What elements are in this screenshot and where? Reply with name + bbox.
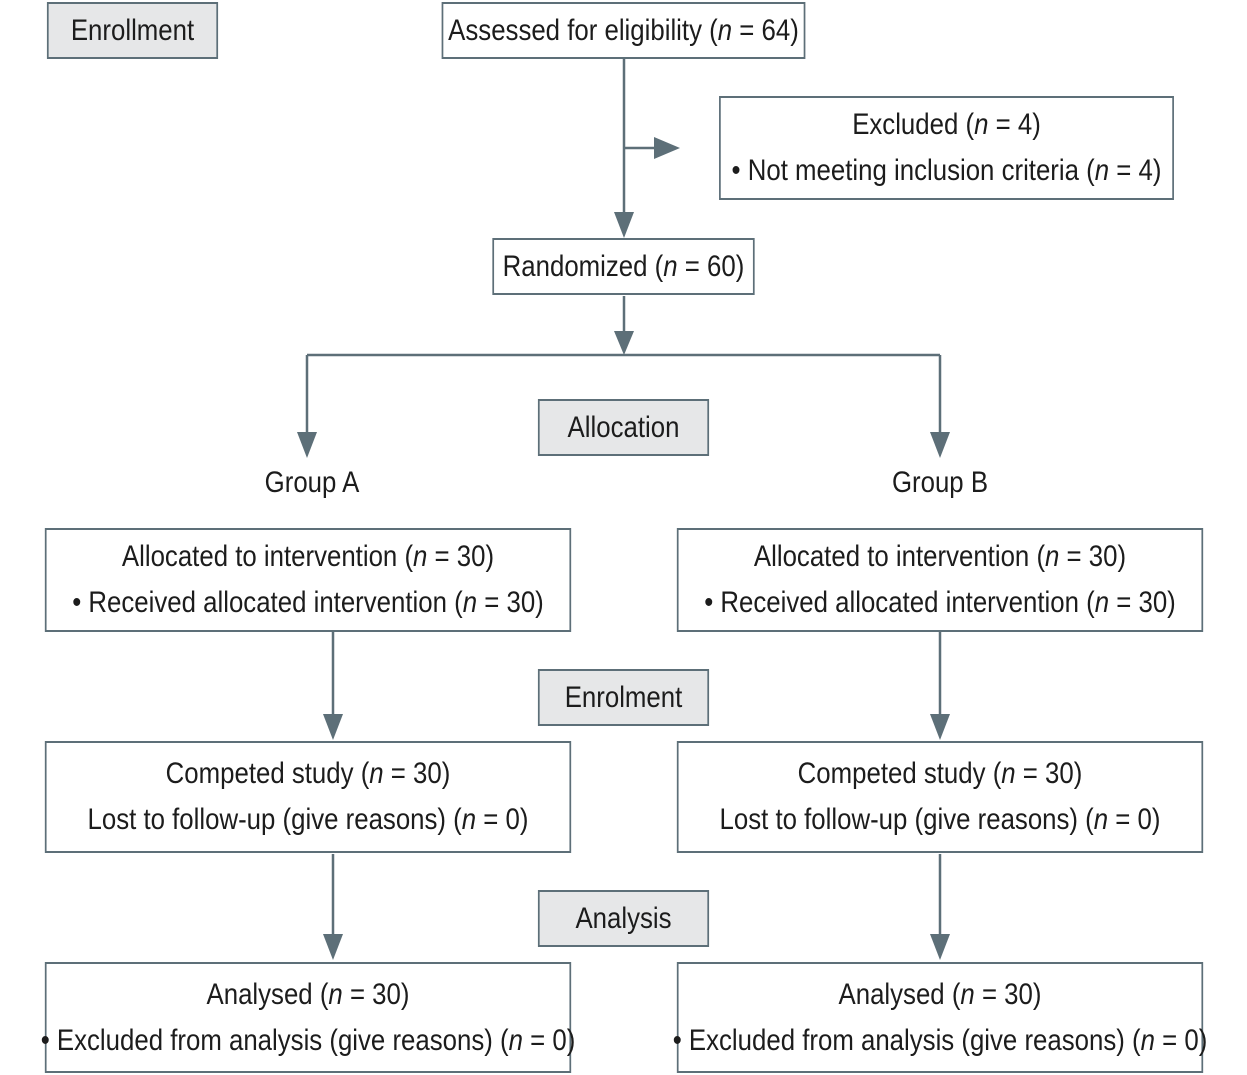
group-a-lost: Lost to follow-up (give reasons) (n = 0) (87, 803, 529, 836)
arrowhead-a-analysed (323, 934, 343, 960)
assessed-box: Assessed for eligibility (n = 64) (441, 2, 806, 59)
group-a-received: • Received allocated intervention (n = 3… (72, 586, 544, 619)
stage-enrollment-label: Enrollment (70, 13, 195, 47)
arrowhead-b-analysed (930, 934, 950, 960)
stage-analysis: Analysis (537, 890, 710, 947)
stage-enrolment: Enrolment (537, 669, 710, 726)
assessed-text: Assessed for eligibility (n = 64) (448, 13, 799, 47)
arrowhead-split (614, 331, 634, 355)
group-a-label: Group A (264, 466, 360, 499)
stage-enrolment-label: Enrolment (564, 680, 683, 714)
arrowhead-group-b (930, 432, 950, 458)
group-a-allocated-box: Allocated to intervention (n = 30) • Rec… (44, 528, 572, 632)
group-b-label: Group B (891, 466, 989, 499)
group-b-analysed: Analysed (n = 30) (838, 977, 1042, 1011)
group-b-allocated: Allocated to intervention (n = 30) (753, 540, 1127, 573)
group-b-received: • Received allocated intervention (n = 3… (704, 586, 1176, 619)
group-b-analysed-box: Analysed (n = 30) • Excluded from analys… (673, 962, 1207, 1073)
excluded-reason: • Not meeting inclusion criteria (n = 4) (731, 154, 1162, 187)
group-a-excluded-analysis: • Excluded from analysis (give reasons) … (40, 1023, 576, 1057)
stage-analysis-label: Analysis (575, 901, 672, 935)
group-b-excluded-analysis: • Excluded from analysis (give reasons) … (672, 1023, 1208, 1057)
group-a-analysed-box: Analysed (n = 30) • Excluded from analys… (41, 962, 575, 1073)
arrowhead-a-completed (323, 714, 343, 740)
randomized-box: Randomized (n = 60) (492, 238, 755, 295)
group-b-completed-box: Competed study (n = 30) Lost to follow-u… (676, 741, 1204, 853)
group-a-completed-box: Competed study (n = 30) Lost to follow-u… (44, 741, 572, 853)
excluded-box: Excluded (n = 4) • Not meeting inclusion… (719, 96, 1174, 200)
arrowhead-b-completed (930, 714, 950, 740)
group-b-lost: Lost to follow-up (give reasons) (n = 0) (719, 803, 1161, 836)
group-a-allocated: Allocated to intervention (n = 30) (121, 540, 495, 573)
arrowhead-randomized (614, 212, 634, 238)
randomized-text: Randomized (n = 60) (502, 249, 745, 283)
arrowhead-group-a (297, 432, 317, 458)
group-a-analysed: Analysed (n = 30) (206, 977, 410, 1011)
excluded-title: Excluded (n = 4) (852, 108, 1041, 141)
stage-allocation-label: Allocation (567, 410, 680, 444)
arrowhead-excluded (654, 137, 680, 159)
group-a-completed: Competed study (n = 30) (165, 757, 451, 790)
stage-allocation: Allocation (537, 399, 710, 456)
stage-enrollment: Enrollment (46, 2, 219, 59)
group-b-completed: Competed study (n = 30) (797, 757, 1083, 790)
group-b-allocated-box: Allocated to intervention (n = 30) • Rec… (676, 528, 1204, 632)
